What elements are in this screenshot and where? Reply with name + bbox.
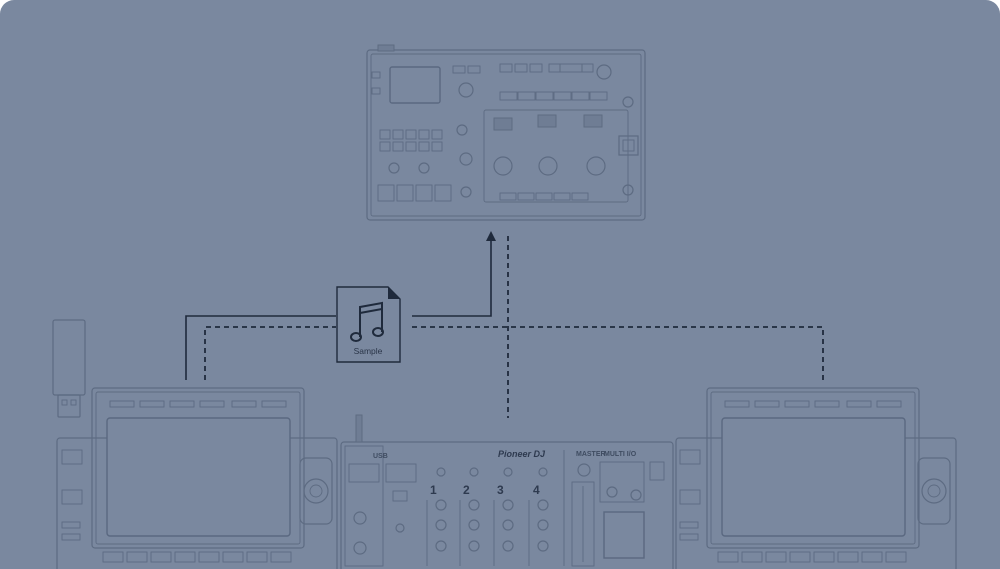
network-line-left [204, 326, 336, 380]
sampler-bottom-button-row [499, 192, 589, 201]
transfer-line-left [185, 315, 336, 380]
usb-stick [52, 319, 86, 418]
mixer-channel-numbers: 1 2 3 4 [430, 483, 540, 497]
mixer-usb-label: USB [373, 453, 388, 460]
right-player-top-buttons [724, 400, 902, 408]
mixer-master-label: MASTER [576, 451, 606, 458]
mixer-brand-logo: Pioneer DJ [498, 449, 546, 459]
music-note-icon [350, 301, 384, 342]
channel-number: 3 [497, 483, 504, 497]
sampler-display [389, 66, 441, 104]
sampler-device [366, 44, 646, 221]
network-line-right [412, 326, 824, 380]
right-player-screen [721, 417, 906, 537]
arrow-head-icon [486, 231, 496, 241]
sample-file: Sample [336, 286, 401, 363]
left-player-top-buttons [109, 400, 287, 408]
sample-file-label: Sample [354, 346, 383, 356]
channel-number: 2 [463, 483, 470, 497]
channel-number: 1 [430, 483, 437, 497]
sampler-pad-grid [379, 129, 443, 152]
left-player-hotcue-row [102, 551, 292, 563]
mixer: USB Pioneer DJ 1 2 3 4 MASTER [340, 414, 674, 569]
mixer-touch-panel [603, 511, 645, 559]
mixer-multi-io-label: MULTI I/O [604, 451, 637, 458]
mixer-channel-knobs [435, 467, 549, 552]
left-player-screen [106, 417, 291, 537]
connection-lines [185, 231, 824, 418]
sampler-top-button-row [499, 91, 608, 101]
left-player [56, 387, 338, 569]
right-player-hotcue-row [717, 551, 907, 563]
channel-number: 4 [533, 483, 540, 497]
transfer-line-right [412, 238, 492, 317]
right-player [675, 387, 957, 569]
